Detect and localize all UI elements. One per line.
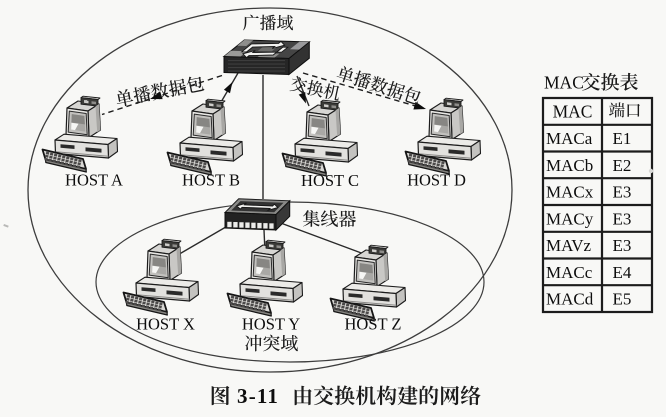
svg-text:E5: E5 (613, 290, 632, 309)
svg-text:MACd: MACd (546, 290, 594, 309)
svg-text:HOST C: HOST C (301, 171, 359, 190)
svg-text:MACa: MACa (546, 129, 593, 148)
svg-text:E3: E3 (613, 183, 632, 202)
svg-text:E2: E2 (613, 156, 632, 175)
svg-text:MAC: MAC (544, 73, 584, 93)
svg-text:MAC: MAC (553, 101, 593, 121)
svg-text:MACx: MACx (546, 183, 594, 202)
svg-text:MACb: MACb (546, 156, 593, 175)
svg-text:HOST D: HOST D (407, 171, 466, 190)
svg-text:3-11: 3-11 (237, 384, 279, 408)
svg-text:MAVz: MAVz (546, 236, 591, 255)
svg-text:HOST B: HOST B (182, 171, 240, 190)
svg-text:HOST Z: HOST Z (345, 315, 402, 334)
svg-text:E3: E3 (613, 209, 632, 228)
svg-text:E1: E1 (613, 129, 632, 148)
svg-text:MACc: MACc (546, 263, 593, 282)
svg-text:HOST Y: HOST Y (242, 315, 300, 334)
svg-text:MACy: MACy (546, 209, 594, 228)
svg-text:E4: E4 (613, 263, 632, 282)
svg-text:HOST A: HOST A (65, 171, 123, 190)
svg-text:E3: E3 (613, 236, 632, 255)
svg-text:HOST X: HOST X (136, 315, 195, 334)
